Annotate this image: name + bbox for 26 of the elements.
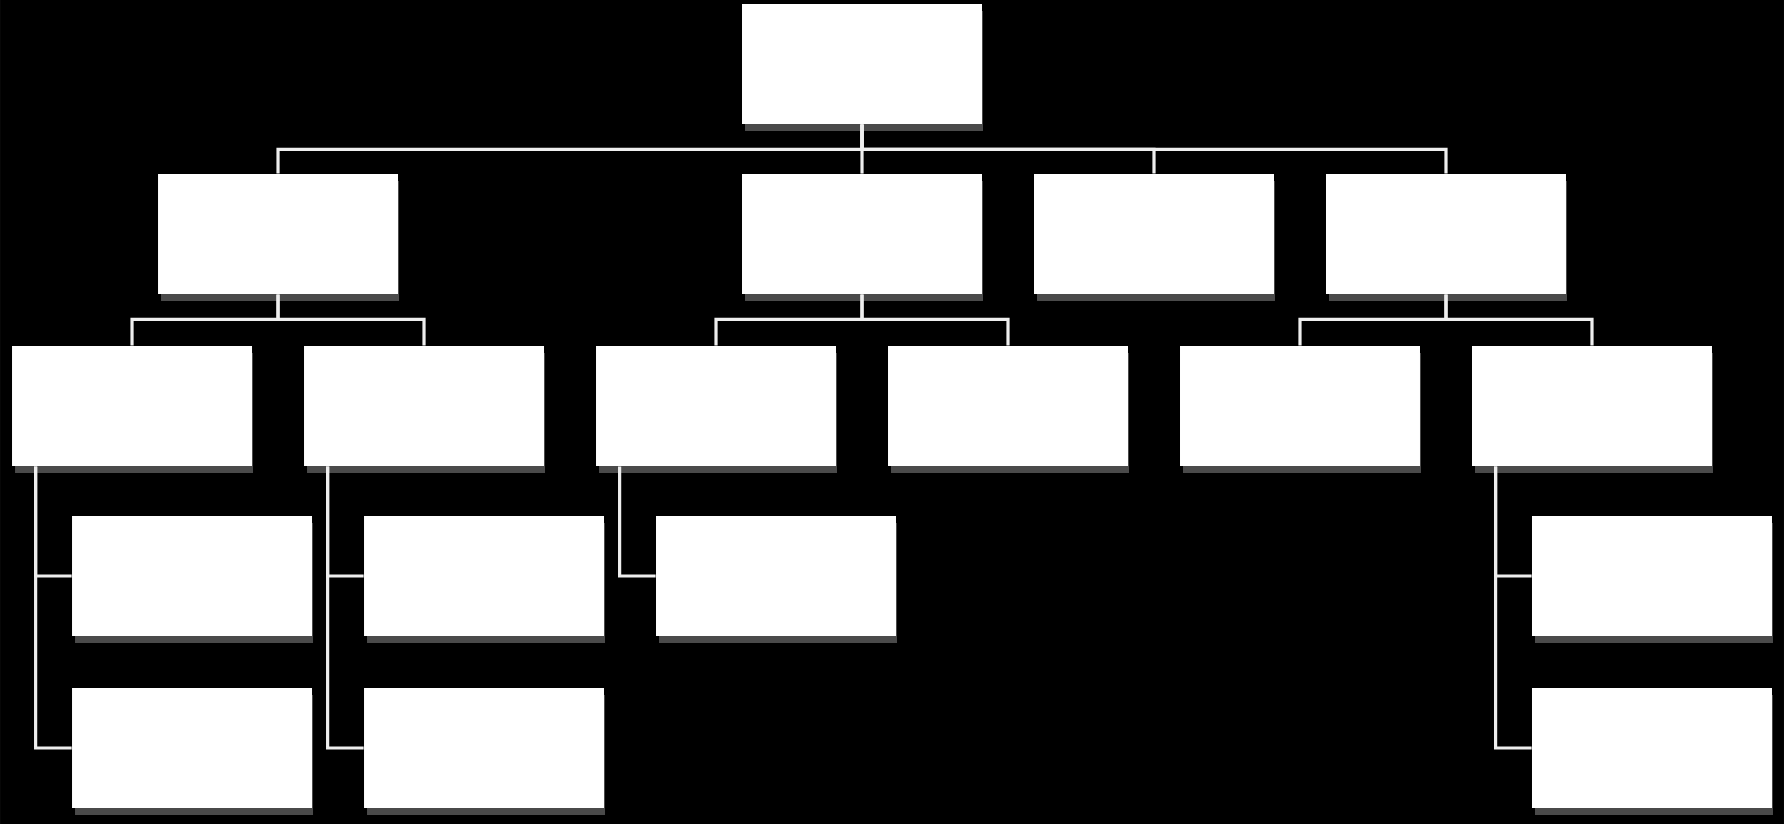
blank-box — [888, 346, 1129, 473]
blank-box — [304, 346, 545, 473]
blank-box — [364, 516, 605, 643]
connector-line — [34, 466, 72, 750]
connector-line — [276, 294, 426, 346]
blank-box — [12, 346, 253, 473]
blank-box — [364, 688, 605, 815]
blank-box — [72, 688, 313, 815]
blank-box — [1180, 346, 1421, 473]
blank-box — [1326, 174, 1567, 301]
connector-line — [618, 466, 656, 578]
connector-line — [1444, 294, 1594, 346]
blank-box — [72, 516, 313, 643]
blank-box — [158, 174, 399, 301]
blank-box — [742, 174, 983, 301]
connector-line — [326, 466, 364, 750]
connector-line — [1494, 466, 1532, 750]
blank-box — [742, 4, 983, 131]
blank-box — [596, 346, 837, 473]
blank-box — [1532, 516, 1773, 643]
connector-line — [860, 124, 1448, 174]
blank-box — [656, 516, 897, 643]
blank-box — [1472, 346, 1713, 473]
connector-line — [860, 294, 1010, 346]
blank-box — [1034, 174, 1275, 301]
blank-box — [1532, 688, 1773, 815]
